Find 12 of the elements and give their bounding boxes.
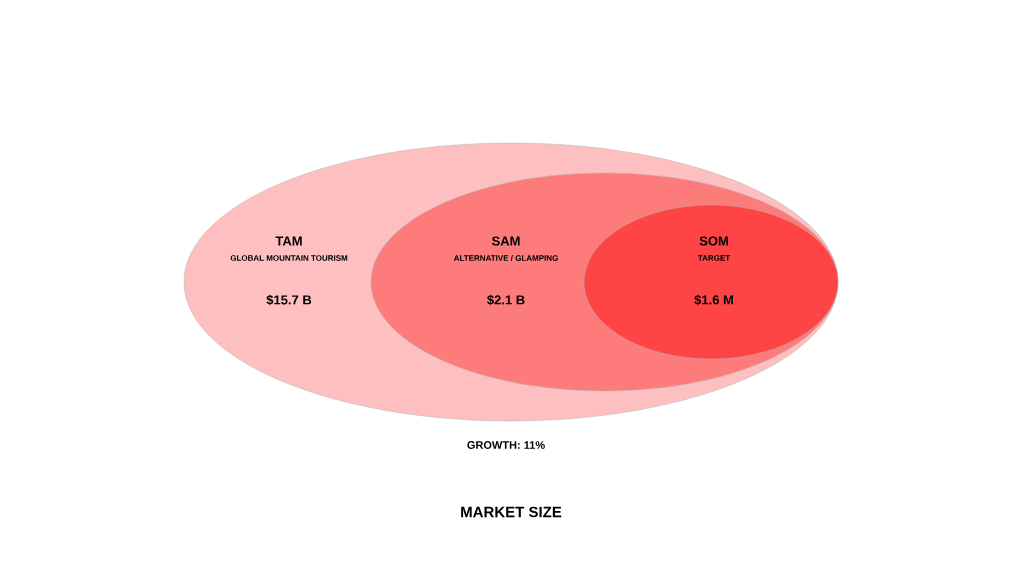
- ellipse: [583, 204, 839, 360]
- segment-description: GLOBAL MOUNTAIN TOURISM: [230, 255, 348, 261]
- segment-label: TAM: [275, 236, 302, 246]
- market-value: $15.7 B: [266, 294, 312, 306]
- market-value: $1.6 M: [694, 294, 733, 306]
- segment-description: ALTERNATIVE / GLAMPING: [453, 255, 558, 261]
- segment-label: SAM: [491, 236, 520, 246]
- segment-description: TARGET: [697, 255, 731, 261]
- caption: MARKET SIZE: [461, 506, 562, 518]
- market-value: $2.1 B: [487, 294, 525, 306]
- segment-label: SOM: [699, 236, 728, 246]
- growth-note: GROWTH: 11%: [467, 441, 545, 449]
